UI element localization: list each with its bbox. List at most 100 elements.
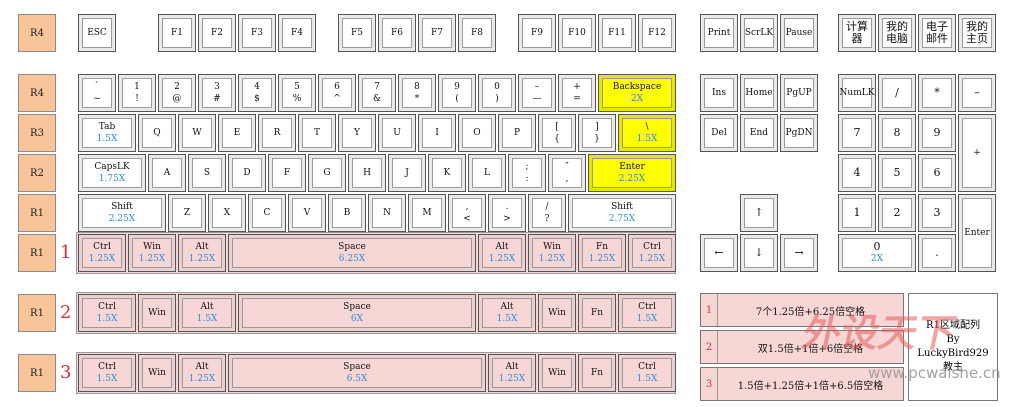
media-key-3[interactable]: 我的主页 — [958, 14, 996, 52]
numpad-enter-key[interactable]: Enter — [958, 194, 996, 272]
letter-key-j[interactable]: J — [388, 154, 426, 192]
numpad-3-key[interactable]: 3 — [918, 194, 956, 232]
letter-key-x[interactable]: X — [208, 194, 246, 232]
f11-key[interactable]: F11 — [598, 14, 636, 52]
numpad-plus-key[interactable]: + — [958, 114, 996, 192]
letter-key-k[interactable]: K — [428, 154, 466, 192]
bottom3-key-6[interactable]: Fn — [578, 354, 616, 392]
num-key-6[interactable]: 6^ — [318, 74, 356, 112]
f3-key[interactable]: F3 — [238, 14, 276, 52]
shift-punct-key-2[interactable]: /? — [528, 194, 566, 232]
numpad-6-key[interactable]: 6 — [918, 154, 956, 192]
letter-key-c[interactable]: C — [248, 194, 286, 232]
letter-key-z[interactable]: Z — [168, 194, 206, 232]
numpad-top-1[interactable]: / — [878, 74, 916, 112]
media-key-1[interactable]: 我的电脑 — [878, 14, 916, 52]
punct-key-1[interactable]: ″, — [548, 154, 586, 192]
bracket-key-0[interactable]: [{ — [538, 114, 576, 152]
bottom2-key-1[interactable]: Win — [138, 294, 176, 332]
nav-key-del[interactable]: Del — [700, 114, 738, 152]
nav-key-ins[interactable]: Ins — [700, 74, 738, 112]
letter-key-v[interactable]: V — [288, 194, 326, 232]
f10-key[interactable]: F10 — [558, 14, 596, 52]
numpad-9-key[interactable]: 9 — [918, 114, 956, 152]
bottom2-key-5[interactable]: Win — [538, 294, 576, 332]
arrow-down-key[interactable]: ↓ — [740, 234, 778, 272]
punct-key-0[interactable]: ;: — [508, 154, 546, 192]
letter-key-g[interactable]: G — [308, 154, 346, 192]
numpad-2-key[interactable]: 2 — [878, 194, 916, 232]
numpad-7-key[interactable]: 7 — [838, 114, 876, 152]
sys-key-0[interactable]: Print — [700, 14, 738, 52]
f7-key[interactable]: F7 — [418, 14, 456, 52]
sys-key-1[interactable]: ScrLK — [740, 14, 778, 52]
numpad-1-key[interactable]: 1 — [838, 194, 876, 232]
f4-key[interactable]: F4 — [278, 14, 316, 52]
nav-key-pgup[interactable]: PgUP — [780, 74, 818, 112]
numpad-top-0[interactable]: NumLK — [838, 74, 876, 112]
num-key-5[interactable]: 5% — [278, 74, 316, 112]
letter-key-l[interactable]: L — [468, 154, 506, 192]
letter-key-q[interactable]: Q — [138, 114, 176, 152]
letter-key-e[interactable]: E — [218, 114, 256, 152]
arrow-right-key[interactable]: → — [780, 234, 818, 272]
letter-key-i[interactable]: I — [418, 114, 456, 152]
letter-key-r[interactable]: R — [258, 114, 296, 152]
letter-key-o[interactable]: O — [458, 114, 496, 152]
num-key-7[interactable]: 7& — [358, 74, 396, 112]
letter-key-u[interactable]: U — [378, 114, 416, 152]
f5-key[interactable]: F5 — [338, 14, 376, 52]
shift-punct-key-1[interactable]: .> — [488, 194, 526, 232]
arrow-left-key[interactable]: ← — [700, 234, 738, 272]
letter-key-w[interactable]: W — [178, 114, 216, 152]
letter-key-m[interactable]: M — [408, 194, 446, 232]
numpad-top-2[interactable]: * — [918, 74, 956, 112]
backslash-key[interactable]: \1.5X — [618, 114, 676, 152]
f1-key[interactable]: F1 — [158, 14, 196, 52]
num-key-0[interactable]: `~ — [78, 74, 116, 112]
numpad-8-key[interactable]: 8 — [878, 114, 916, 152]
letter-key-d[interactable]: D — [228, 154, 266, 192]
esc-key[interactable]: ESC — [78, 14, 116, 52]
bottom2-key-6[interactable]: Fn — [578, 294, 616, 332]
letter-key-f[interactable]: F — [268, 154, 306, 192]
shift-punct-key-0[interactable]: ,< — [448, 194, 486, 232]
f6-key[interactable]: F6 — [378, 14, 416, 52]
numpad-dot-key[interactable]: . — [918, 234, 956, 272]
num-key-12[interactable]: += — [558, 74, 596, 112]
nav-key-home[interactable]: Home — [740, 74, 778, 112]
num-key-8[interactable]: 8* — [398, 74, 436, 112]
arrow-up-key[interactable]: ↑ — [740, 194, 778, 232]
numpad-5-key[interactable]: 5 — [878, 154, 916, 192]
bottom3-key-1[interactable]: Win — [138, 354, 176, 392]
numpad-top-3[interactable]: – — [958, 74, 996, 112]
nav-key-end[interactable]: End — [740, 114, 778, 152]
letter-key-s[interactable]: S — [188, 154, 226, 192]
numpad-4-key[interactable]: 4 — [838, 154, 876, 192]
f9-key[interactable]: F9 — [518, 14, 556, 52]
num-key-10[interactable]: 0) — [478, 74, 516, 112]
media-key-0[interactable]: 计算器 — [838, 14, 876, 52]
sys-key-2[interactable]: Pause — [780, 14, 818, 52]
f8-key[interactable]: F8 — [458, 14, 496, 52]
